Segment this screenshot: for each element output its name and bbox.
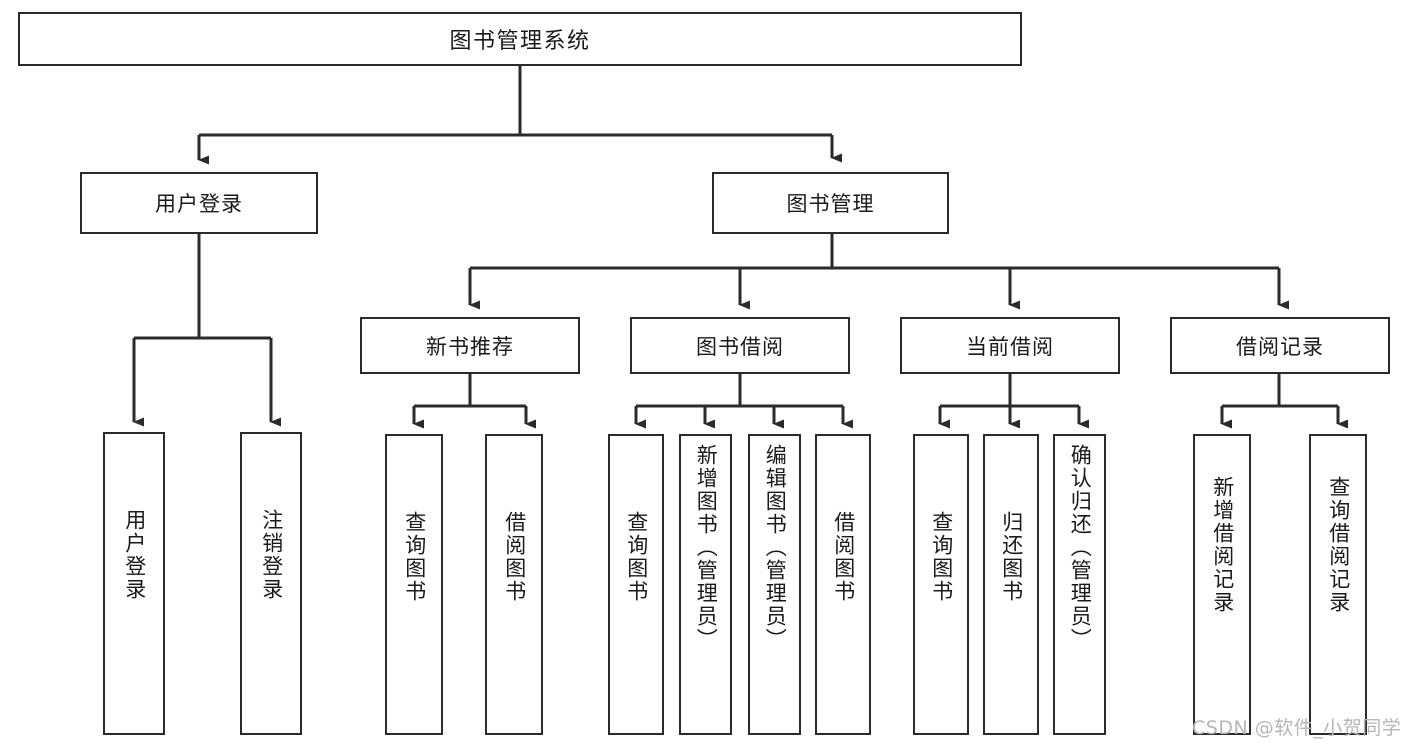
node-borrow-record-label: 借阅记录 xyxy=(1236,334,1324,359)
node-leaf-add-book-label: 新增图书（管理员） xyxy=(694,444,719,651)
node-current-borrow[interactable]: 当前借阅 xyxy=(900,317,1120,374)
node-leaf-confirm-return-label: 确认归还（管理员） xyxy=(1068,444,1093,651)
node-leaf-borrow-book-2[interactable]: 借阅图书 xyxy=(815,434,871,735)
node-leaf-return-book[interactable]: 归还图书 xyxy=(983,434,1039,735)
node-leaf-add-record-label: 新增借阅记录 xyxy=(1210,476,1235,614)
node-new-book-recommend-label: 新书推荐 xyxy=(426,334,514,359)
node-leaf-user-login[interactable]: 用户登录 xyxy=(103,432,165,735)
node-leaf-edit-book[interactable]: 编辑图书（管理员） xyxy=(748,434,801,735)
node-root-label: 图书管理系统 xyxy=(449,29,591,54)
node-leaf-query-book-1-label: 查询图书 xyxy=(402,511,427,603)
node-leaf-query-book-2[interactable]: 查询图书 xyxy=(608,434,664,735)
node-book-borrow[interactable]: 图书借阅 xyxy=(630,317,850,374)
node-leaf-query-record-label: 查询借阅记录 xyxy=(1326,476,1351,614)
node-leaf-query-book-1[interactable]: 查询图书 xyxy=(385,434,443,735)
node-leaf-edit-book-label: 编辑图书（管理员） xyxy=(763,444,788,651)
node-book-management[interactable]: 图书管理 xyxy=(712,172,949,234)
node-new-book-recommend[interactable]: 新书推荐 xyxy=(360,317,580,374)
node-book-borrow-label: 图书借阅 xyxy=(696,334,784,359)
node-book-management-label: 图书管理 xyxy=(786,192,875,216)
node-borrow-record[interactable]: 借阅记录 xyxy=(1170,317,1390,374)
node-leaf-logout-login-label: 注销登录 xyxy=(259,509,284,601)
node-leaf-query-book-2-label: 查询图书 xyxy=(624,511,649,603)
node-leaf-logout-login[interactable]: 注销登录 xyxy=(240,432,302,735)
node-leaf-confirm-return[interactable]: 确认归还（管理员） xyxy=(1053,434,1106,735)
node-user-login-label: 用户登录 xyxy=(155,192,243,216)
node-leaf-add-record[interactable]: 新增借阅记录 xyxy=(1193,434,1251,735)
node-leaf-query-book-3-label: 查询图书 xyxy=(929,511,954,603)
node-root-book-management-system[interactable]: 图书管理系统 xyxy=(18,12,1022,66)
node-leaf-add-book[interactable]: 新增图书（管理员） xyxy=(679,434,732,735)
node-leaf-borrow-book-1[interactable]: 借阅图书 xyxy=(485,434,543,735)
node-leaf-borrow-book-1-label: 借阅图书 xyxy=(502,511,527,603)
node-leaf-borrow-book-2-label: 借阅图书 xyxy=(831,511,856,603)
node-current-borrow-label: 当前借阅 xyxy=(966,334,1054,359)
node-user-login[interactable]: 用户登录 xyxy=(80,172,318,234)
node-leaf-return-book-label: 归还图书 xyxy=(999,511,1024,603)
node-leaf-query-book-3[interactable]: 查询图书 xyxy=(913,434,969,735)
node-leaf-user-login-label: 用户登录 xyxy=(122,509,147,601)
node-leaf-query-record[interactable]: 查询借阅记录 xyxy=(1309,434,1367,735)
watermark: CSDN @软件_小贺同学 xyxy=(1192,717,1402,739)
